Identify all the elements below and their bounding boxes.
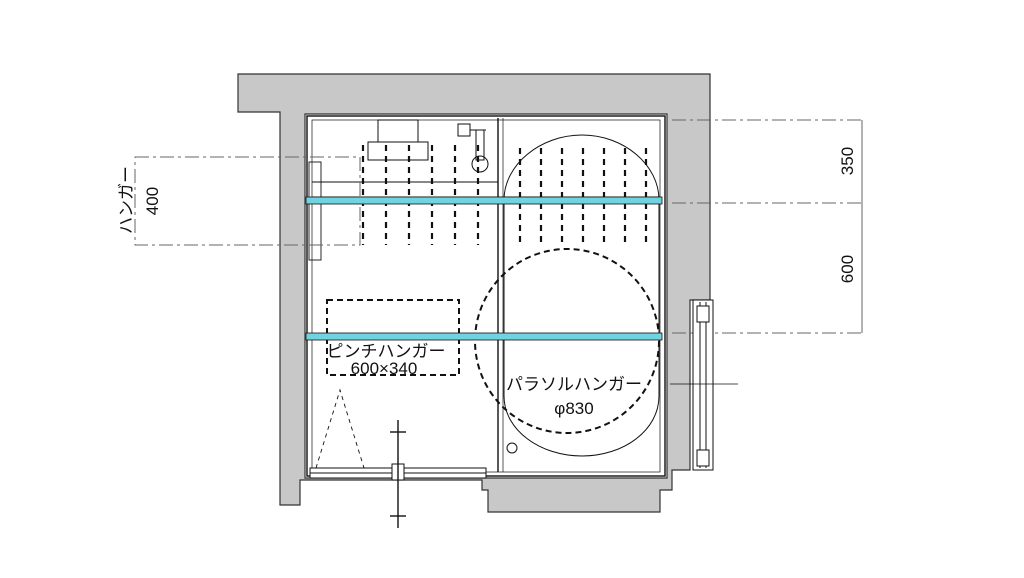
counter-base [367,141,429,161]
dim-label-600: 600 [838,255,857,283]
wall-outline [237,73,711,513]
counter-top [377,119,419,145]
tub-drain [506,442,518,454]
window-latch-bottom [696,449,710,467]
door [309,420,487,528]
faucet [457,123,489,173]
faucet-stem [475,129,485,161]
parasol-hanger-area [474,248,660,434]
window [670,299,738,471]
floor-slats [361,145,648,245]
parasol-hanger-label: パラソルハンガー [506,375,642,394]
walls [237,73,711,513]
hanger-width-label: 400 [143,187,162,215]
door-swing-triangle [315,388,365,469]
left-wall-panel [308,161,322,261]
hanger-label: ハンガー [117,166,136,234]
counter [367,119,429,161]
hanger-pole-upper [305,196,663,205]
faucet-base [457,123,471,137]
pinch-hanger-label: ピンチハンガー [327,342,446,361]
pinch-hanger-size: 600×340 [351,359,418,378]
hanger-poles [305,196,663,341]
parasol-hanger-size: φ830 [554,399,593,418]
window-latch-top [696,305,710,323]
hanger-pole-lower [305,332,663,341]
pinch-hanger-area [326,299,460,376]
dim-label-350: 350 [838,147,857,175]
window-frame [692,299,714,471]
shower-head [471,155,489,173]
door-swing [315,388,365,469]
